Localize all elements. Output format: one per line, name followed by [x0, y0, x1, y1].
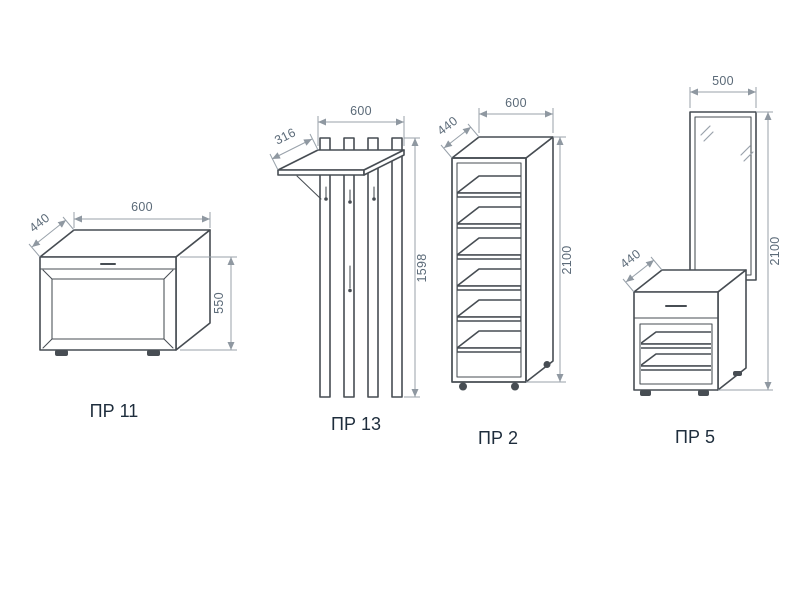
shelf-edge [641, 343, 711, 349]
pr2-drawing [451, 136, 554, 391]
bench-panel-bevel [163, 338, 174, 349]
pr13-width-dimension: 600 [350, 104, 372, 118]
pr11-width-dimension: 600 [131, 200, 153, 214]
rack-shelf-edge [277, 169, 365, 176]
pr2-figure: 600 440 2100 ПР 2 [435, 96, 574, 448]
mirror-shine [740, 145, 751, 156]
pr13-label: ПР 13 [331, 414, 381, 434]
stand-foot [698, 390, 709, 396]
pr13-figure: 600 316 1598 ПР 13 [269, 104, 429, 434]
cabinet-shelves [457, 175, 521, 353]
mirror-frame [689, 111, 757, 281]
dimension-line [625, 259, 655, 283]
extension-line [440, 144, 453, 159]
pr5-width-dimension: 500 [712, 74, 734, 88]
extension-line [269, 153, 279, 171]
rack-shelf-edge [363, 149, 405, 176]
pr5-depth-dimension: 440 [618, 247, 644, 271]
stand-foot [733, 371, 742, 376]
dimension-line [271, 138, 313, 160]
extension-line [467, 123, 480, 138]
shelf-edge [457, 285, 521, 291]
rack-slat [319, 137, 331, 398]
caster-wheel [543, 361, 551, 368]
shelf-edge [457, 223, 521, 229]
mirror-shine [743, 151, 754, 162]
pr11-depth-dimension: 440 [27, 211, 53, 236]
stand-shelves [641, 331, 711, 371]
caster-wheel [459, 382, 467, 391]
mirror-shine [703, 131, 714, 142]
mirror-shine [700, 125, 711, 136]
rack-slat [391, 137, 403, 398]
cabinet-side-face [525, 136, 554, 383]
bench-panel-bevel [42, 269, 53, 280]
pr11-figure: 600 440 550 ПР 11 [27, 200, 237, 421]
coat-hook-tip [324, 197, 328, 201]
pr2-label: ПР 2 [478, 428, 518, 448]
bench-foot [147, 350, 160, 356]
pr13-depth-dimension: 316 [272, 125, 298, 147]
extension-line [650, 256, 663, 271]
shelf-edge [457, 347, 521, 353]
shelf-edge [457, 192, 521, 198]
bench-lid-panel [51, 278, 165, 340]
pr2-depth-dimension: 440 [435, 114, 461, 138]
extension-line [622, 278, 635, 293]
cabinet-inner-frame [456, 162, 522, 378]
rack-slat [343, 137, 355, 398]
extension-line [309, 133, 319, 151]
coat-hook-tip [372, 197, 376, 201]
cabinet-front-frame [451, 157, 527, 383]
stand-foot [640, 390, 651, 396]
caster-wheel [511, 382, 519, 391]
bench-foot [55, 350, 68, 356]
pr5-height-dimension: 2100 [768, 236, 782, 265]
dimension-line [31, 219, 67, 248]
pr11-label: ПР 11 [90, 401, 139, 421]
shelf-edge [457, 316, 521, 322]
pr2-width-dimension: 600 [505, 96, 527, 110]
pr11-drawing [39, 229, 211, 356]
coat-hook-tip [348, 288, 352, 293]
pr5-figure: 500 440 2100 ПР 5 [618, 74, 782, 447]
shelf-edge [641, 365, 711, 371]
extension-line [28, 243, 41, 258]
bench-panel-bevel [163, 269, 174, 280]
pr2-height-dimension: 2100 [560, 245, 574, 274]
pr5-label: ПР 5 [675, 427, 715, 447]
rack-shelf-bracket [296, 175, 322, 200]
bench-front-face [39, 256, 177, 351]
rack-slat [367, 137, 379, 398]
stand-inner-frame [639, 323, 713, 385]
bench-panel-bevel [42, 338, 53, 349]
pr11-height-dimension: 550 [212, 292, 226, 314]
dimension-line [443, 126, 472, 149]
shelf-edge [457, 254, 521, 260]
pr5-drawing [633, 111, 757, 396]
extension-line [62, 216, 75, 231]
stand-side-face [717, 269, 747, 391]
pr13-drawing [277, 137, 405, 398]
coat-hook-tip [348, 200, 352, 204]
pr13-height-dimension: 1598 [415, 253, 429, 282]
